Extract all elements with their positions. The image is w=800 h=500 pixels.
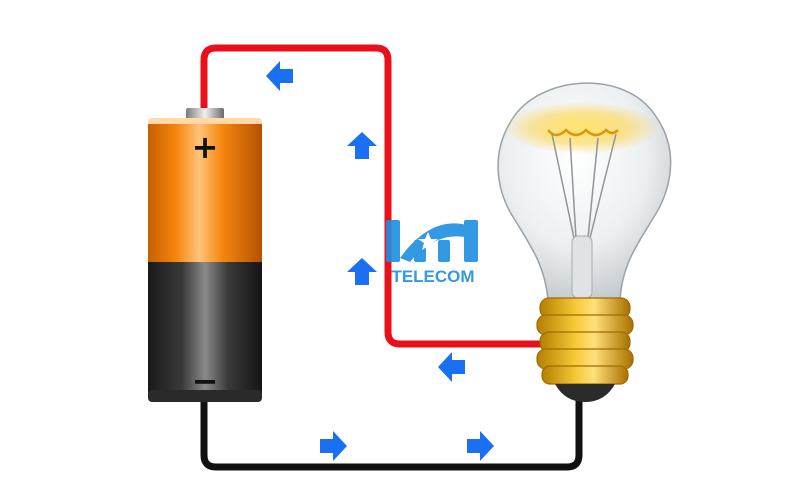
logo-mark <box>386 220 478 262</box>
watermark-text: TELECOM <box>391 267 474 286</box>
bulb-contact-tip <box>555 384 615 402</box>
telecom-watermark-logo: TELECOM <box>386 220 478 286</box>
arrow-bottom-wire-left <box>320 431 347 461</box>
positive-wire <box>200 44 545 348</box>
filament-support-wires <box>551 133 617 239</box>
battery-terminal <box>186 108 224 120</box>
star-icon <box>418 232 438 250</box>
arrow-bulb-wire <box>438 352 465 382</box>
battery-dark-casing <box>148 262 262 398</box>
bulb-filament <box>547 128 619 137</box>
arrow-right-wire-lower <box>347 258 377 285</box>
battery-orange-casing <box>148 124 262 264</box>
negative-terminal-sign: − <box>192 362 219 400</box>
battery-bottom-rim <box>148 390 262 402</box>
light-bulb <box>497 82 672 402</box>
arrow-top-wire <box>266 61 293 91</box>
positive-terminal-sign: + <box>192 128 219 166</box>
bulb-stem <box>571 235 593 299</box>
arrow-bottom-wire-right <box>467 431 494 461</box>
arrow-right-wire-upper <box>347 132 377 159</box>
battery: + − <box>148 108 262 402</box>
negative-wire <box>200 390 583 471</box>
bulb-glow <box>504 102 660 154</box>
bulb-screw-base <box>536 297 634 385</box>
